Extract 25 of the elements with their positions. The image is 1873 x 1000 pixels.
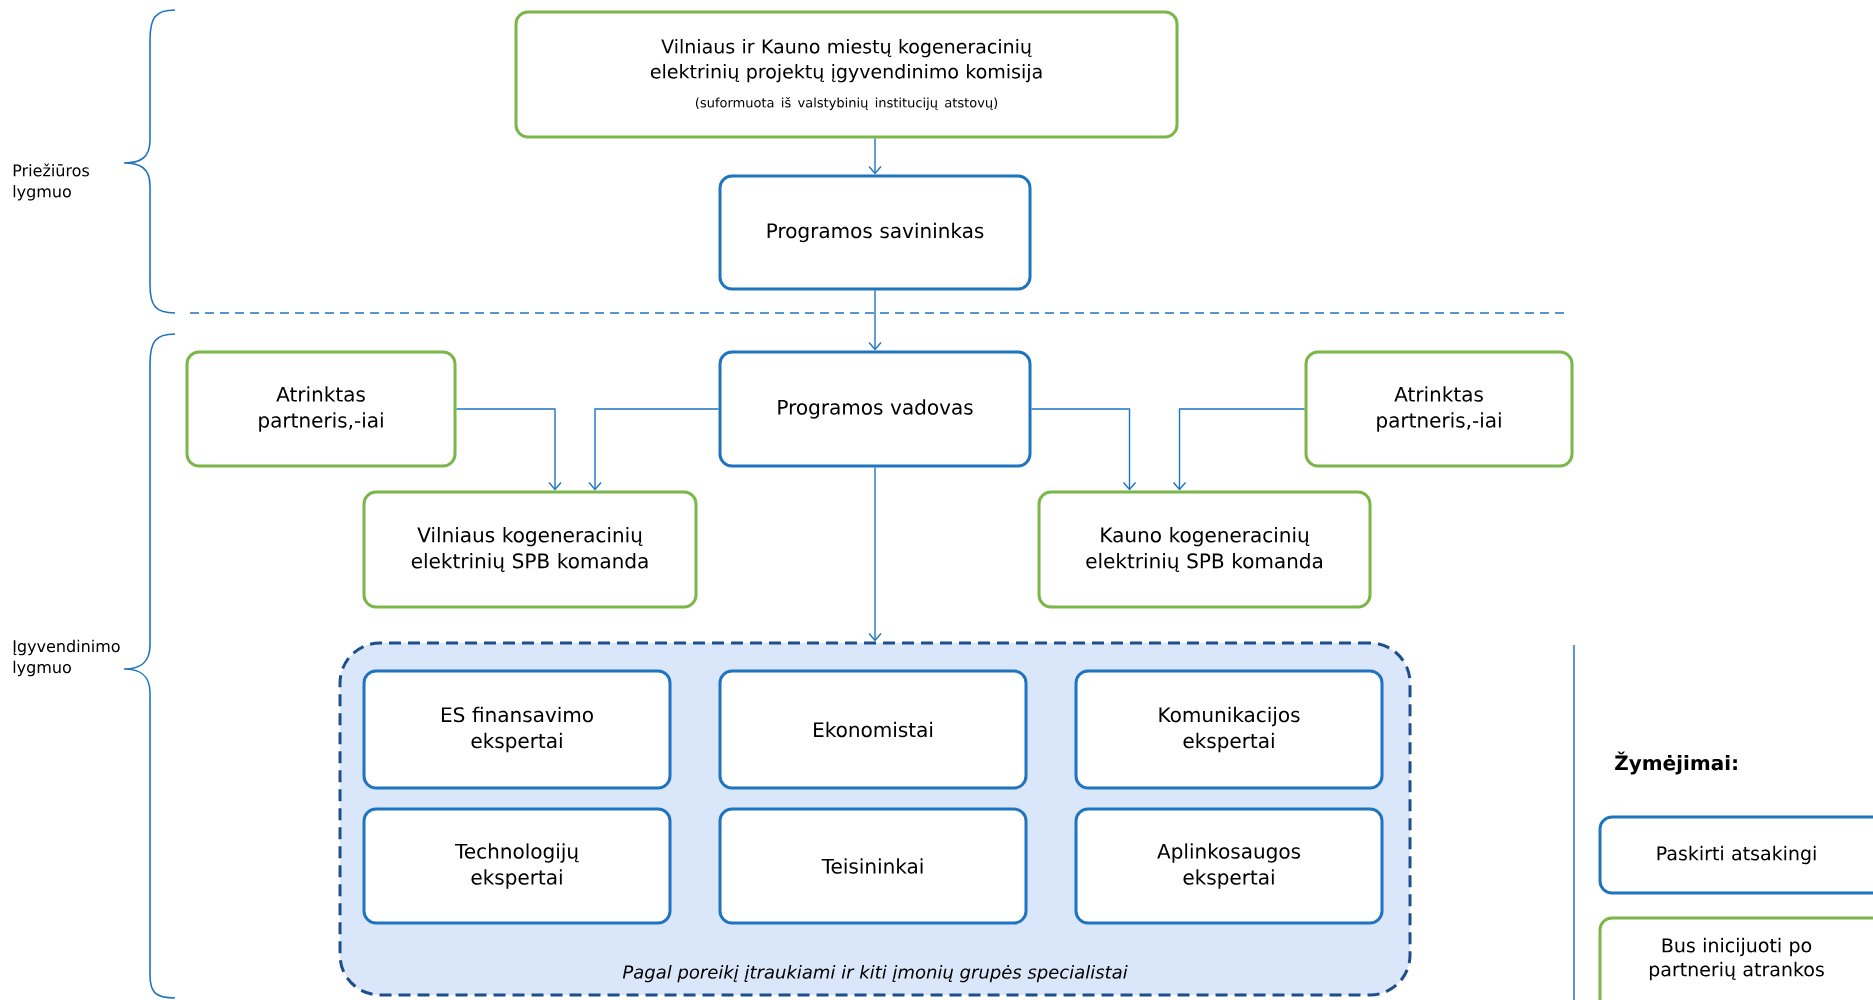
level-label: Priežiūros lygmuo — [13, 163, 89, 201]
group-member-box: Komunikacijos ekspertai — [1074, 669, 1384, 790]
arrow — [868, 289, 882, 351]
legend-box: Bus inicijuoti po partnerių atrankos — [1598, 916, 1873, 1000]
arrow — [1030, 408, 1137, 491]
arrow — [588, 408, 720, 491]
group-member-box: ES finansavimo ekspertai — [362, 669, 672, 790]
level-label: Įgyvendinimo lygmuo — [13, 639, 120, 677]
group-member-box: Technologijų ekspertai — [362, 807, 672, 925]
group-member-box: Aplinkosaugos ekspertai — [1074, 807, 1384, 925]
arrow — [868, 137, 882, 175]
role-box: Programos vadovas — [718, 350, 1032, 468]
role-box: Vilniaus kogeneracinių elektrinių SPB komanda — [362, 490, 698, 609]
role-box: Vilniaus ir Kauno miestų kogeneracinių elektrinių projektų įgyvendinimo komisija (suformuota iš valstybinių institucijų atstovų) — [514, 10, 1179, 139]
group-member-box: Teisininkai — [718, 807, 1028, 925]
group-member-box: Ekonomistai — [718, 669, 1028, 790]
legend-box: Paskirti atsakingi — [1598, 815, 1873, 895]
role-box: Programos savininkas — [718, 174, 1032, 291]
legend-title: Žymėjimai: — [1615, 751, 1737, 775]
arrow — [455, 408, 562, 491]
role-box: Kauno kogeneracinių elektrinių SPB komanda — [1037, 490, 1372, 609]
role-box: Atrinktas partneris,-iai — [185, 350, 457, 468]
arrow — [1172, 408, 1306, 491]
role-box: Atrinktas partneris,-iai — [1304, 350, 1574, 468]
arrow — [868, 466, 882, 642]
